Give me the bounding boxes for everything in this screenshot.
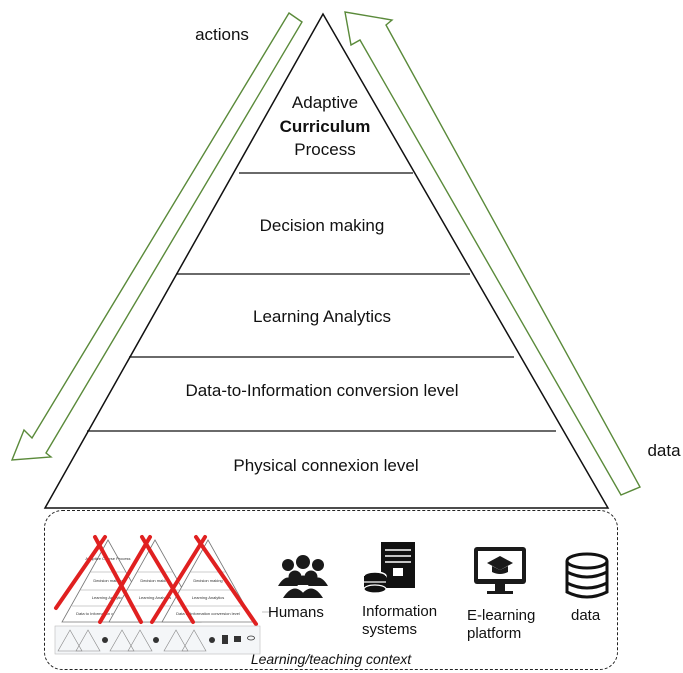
level-decision-making: Decision making [260, 216, 385, 235]
actions-arrow [10, 12, 303, 461]
data-arrow [344, 11, 641, 496]
data-label: data [647, 441, 681, 460]
server-database-icon [363, 542, 415, 594]
mini-level-text: Decision making [93, 578, 122, 583]
mini-level-text: Learning Analytics [192, 595, 224, 600]
pyramid [43, 12, 610, 509]
mini-level-text: Decision making [140, 578, 169, 583]
level-1-line3: Process [294, 140, 355, 159]
recursive-pyramids-thumbnail: Adaptive Course Process Decision making … [54, 535, 270, 655]
red-strike-lines [54, 535, 258, 626]
people-group-icon [278, 555, 328, 598]
level-adaptive-curriculum: Adaptive Curriculum Process [280, 93, 371, 159]
mini-level-text: Data to Information conversion level [176, 611, 240, 616]
monitor-graduation-icon [474, 547, 526, 594]
mini-level-text: Decision making [193, 578, 222, 583]
information-systems-label-line1: Information [362, 603, 438, 620]
learning-teaching-context-box: Learning/teaching context [44, 510, 618, 670]
mini-level-text: Learning Analytics [139, 595, 171, 600]
actions-label: actions [195, 25, 249, 44]
humans-label: Humans [268, 604, 324, 621]
context-label: Learning/teaching context [250, 651, 412, 667]
level-learning-analytics: Learning Analytics [253, 307, 391, 326]
mini-icon-strip [54, 611, 270, 655]
e-learning-label-line1: E-learning [467, 607, 536, 624]
level-data-to-information: Data-to-Information conversion level [185, 381, 458, 400]
mini-level-text: Data to Information conversion level [76, 611, 140, 616]
mini-level-text: Learning Analytics [92, 595, 124, 600]
e-learning-platform-label: E-learning platform [467, 607, 535, 643]
data-item-label: data [571, 607, 601, 624]
level-1-line2: Curriculum [280, 117, 371, 136]
database-icon [565, 552, 609, 599]
information-systems-label-line2: systems [362, 621, 418, 638]
e-learning-label-line2: platform [467, 625, 522, 642]
level-1-line1: Adaptive [292, 93, 358, 112]
level-physical-connexion: Physical connexion level [233, 456, 418, 475]
information-systems-label: Information systems [362, 603, 437, 639]
